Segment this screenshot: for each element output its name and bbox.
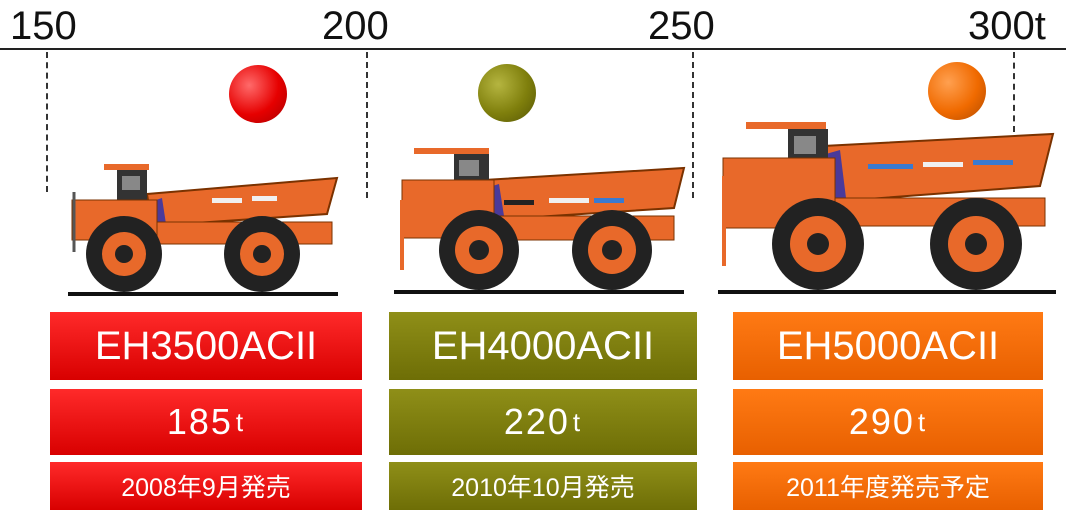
eh5000-truck-illustration <box>718 122 1056 294</box>
tick-200 <box>366 52 368 198</box>
eh5000-weight-value: 290 <box>848 401 915 442</box>
tick-250 <box>692 52 694 198</box>
eh5000-weight-unit: t <box>917 406 928 437</box>
eh3500-weight-unit: t <box>235 406 246 437</box>
red-indicator-dot <box>229 65 287 123</box>
eh4000-release-label: 2010年10月発売 <box>389 462 697 510</box>
eh4000-truck-illustration <box>394 148 686 294</box>
eh3500-weight-value: 185 <box>166 401 233 442</box>
eh4000-weight-value: 220 <box>503 401 570 442</box>
scale-axis-line <box>0 48 1066 50</box>
eh4000-weight-unit: t <box>572 406 583 437</box>
eh5000-release-label: 2011年度発売予定 <box>733 462 1043 510</box>
eh5000-model-label: EH5000ACII <box>733 312 1043 380</box>
scale-label-150: 150 <box>10 4 77 48</box>
eh3500-truck-illustration <box>68 164 339 296</box>
scale-label-200: 200 <box>322 4 389 48</box>
orange-indicator-dot <box>928 62 986 120</box>
eh3500-release-label: 2008年9月発売 <box>50 462 362 510</box>
tick-300 <box>1013 52 1015 132</box>
scale-label-250: 250 <box>648 4 715 48</box>
olive-indicator-dot <box>478 64 536 122</box>
scale-label-300t: 300t <box>968 4 1046 48</box>
tick-150 <box>46 52 48 192</box>
eh3500-model-label: EH3500ACII <box>50 312 362 380</box>
eh4000-model-label: EH4000ACII <box>389 312 697 380</box>
